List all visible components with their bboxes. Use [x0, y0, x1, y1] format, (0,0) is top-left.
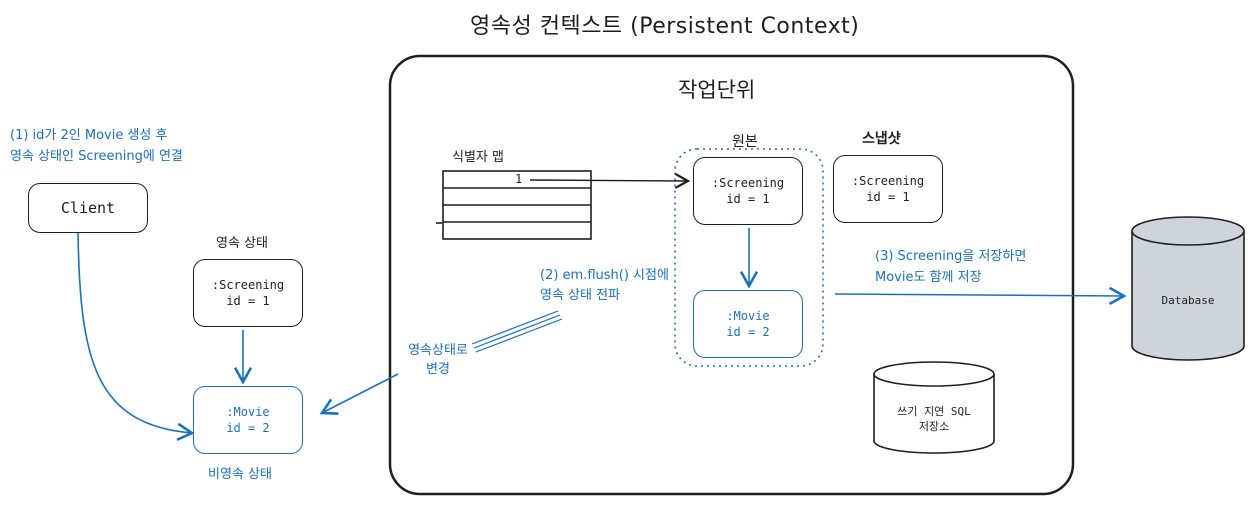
propagation-hatch [471, 310, 563, 353]
original-label: 원본 [732, 134, 758, 150]
identity-map-arrow [529, 172, 691, 189]
persistent-state-label: 영속 상태 [216, 236, 268, 251]
client-box: Client [28, 183, 148, 233]
original-screening-text: :Screening id = 1 [711, 176, 785, 206]
write-behind-sql-label: 쓰기 지연 SQL 저장소 [897, 405, 971, 433]
non-persistent-movie-text: :Movie id = 2 [226, 405, 270, 435]
unit-of-work-label: 작업단위 [678, 78, 756, 102]
snapshot-label: 스냅샷 [862, 131, 901, 147]
identity-map-key: 1 [515, 172, 523, 186]
original-movie-text: :Movie id = 2 [726, 309, 770, 339]
to-database-arrow [834, 286, 1127, 306]
original-screening-box: :Screening id = 1 [693, 157, 803, 225]
identity-map-table [436, 170, 592, 240]
step2-annotation: (2) em.flush() 시점에 영속 상태 전파 [540, 268, 669, 303]
change-to-persistent-annotation: 영속상태로 변경 [408, 343, 468, 377]
client-to-movie-arrow [77, 232, 195, 441]
snapshot-screening-box: :Screening id = 1 [833, 155, 943, 223]
non-persistent-state-label: 비영속 상태 [208, 467, 272, 482]
original-movie-box: :Movie id = 2 [693, 290, 803, 358]
step3-annotation: (3) Screening을 저장하면 Movie도 함께 저장 [875, 249, 1027, 285]
write-behind-sql-cylinder [873, 361, 995, 454]
client-label: Client [60, 199, 116, 217]
snapshot-screening-text: :Screening id = 1 [851, 174, 925, 204]
change-to-persistent-arrow [319, 373, 399, 415]
database-cylinder [1131, 216, 1245, 361]
original-group-border [674, 148, 824, 367]
step1-annotation: (1) id가 2인 Movie 생성 후 영속 상태인 Screening에 … [10, 128, 183, 164]
database-label: Database [1161, 294, 1215, 307]
persistent-screening-text: :Screening id = 1 [211, 278, 285, 308]
non-persistent-movie-box: :Movie id = 2 [193, 386, 303, 454]
persistence-context-frame [388, 54, 1075, 496]
page-title: 영속성 컨텍스트 (Persistent Context) [470, 14, 860, 39]
persistent-screening-box: :Screening id = 1 [193, 259, 303, 327]
identity-map-label: 식별자 맵 [452, 150, 504, 165]
